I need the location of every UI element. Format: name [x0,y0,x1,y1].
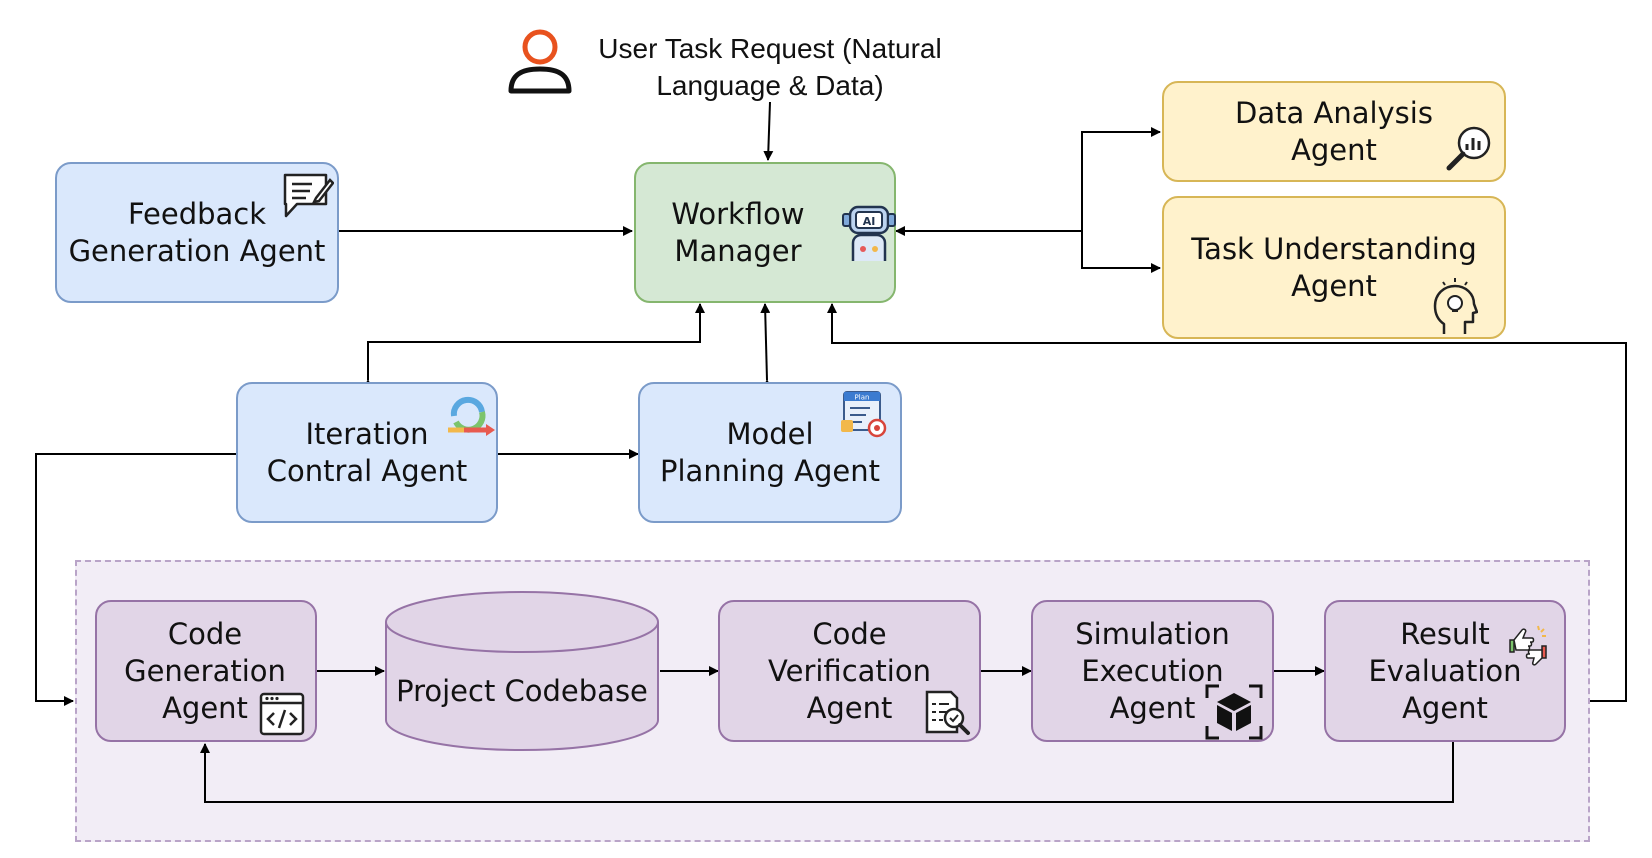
edge-planning-workflow [760,303,773,390]
cycle-arrow-icon [444,392,496,442]
result-evaluation-agent[interactable]: Result Evaluation Agent [1324,600,1566,742]
edge-to-data-analysis [1081,127,1161,231]
iteration-control-agent[interactable]: Iteration Contral Agent [236,382,498,523]
node-label: Code Generation Agent [124,616,286,725]
code-window-icon [259,692,305,740]
edge-user-to-workflow [763,101,774,161]
simulation-execution-agent[interactable]: Simulation Execution Agent [1031,600,1274,742]
person-icon [505,27,575,97]
model-planning-agent[interactable]: Model Planning Agent Plan [638,382,902,523]
task-understanding-agent[interactable]: Task Understanding Agent [1162,196,1506,339]
cube-frame-icon [1205,684,1263,744]
code-verification-agent[interactable]: Code Verification Agent [718,600,981,742]
thumbs-evaluation-icon [1506,622,1550,670]
node-label: Result Evaluation Agent [1368,616,1522,725]
edge-to-task-understanding [1081,231,1161,273]
ai-robot-icon: AI [841,199,897,267]
user-task-request: User Task Request (Natural Language & Da… [598,33,942,101]
node-label: Code Verification Agent [768,616,931,725]
chart-magnifier-icon [1444,123,1494,177]
code-generation-agent[interactable]: Code Generation Agent [95,600,317,742]
node-label: Task Understanding Agent [1191,231,1477,303]
ai-badge: AI [863,215,876,228]
edge-iteration-to-codegen [35,453,236,706]
plan-badge: Plan [855,394,870,402]
workflow-manager[interactable]: Workflow Manager AI [634,162,896,303]
data-analysis-agent[interactable]: Data Analysis Agent [1162,81,1506,182]
document-check-icon [923,690,971,740]
project-codebase[interactable]: Project Codebase [384,590,660,752]
node-label: Model Planning Agent [660,416,880,488]
plan-board-icon: Plan [840,390,888,442]
node-label: Iteration Contral Agent [266,416,468,488]
edge-evaluation-to-workflow [827,303,1627,702]
node-label: Workflow Manager [671,196,805,268]
edge-evaluation-to-codegen [200,742,1454,803]
node-label: Project Codebase [396,673,648,708]
node-label: Feedback Generation Agent [68,196,326,268]
node-label: Data Analysis Agent [1235,95,1433,167]
feedback-generation-agent[interactable]: Feedback Generation Agent [55,162,339,303]
message-edit-icon [282,172,335,224]
node-label: Simulation Execution Agent [1075,616,1230,725]
edge-iteration-workflow [363,303,705,389]
lightbulb-head-icon [1432,276,1479,340]
